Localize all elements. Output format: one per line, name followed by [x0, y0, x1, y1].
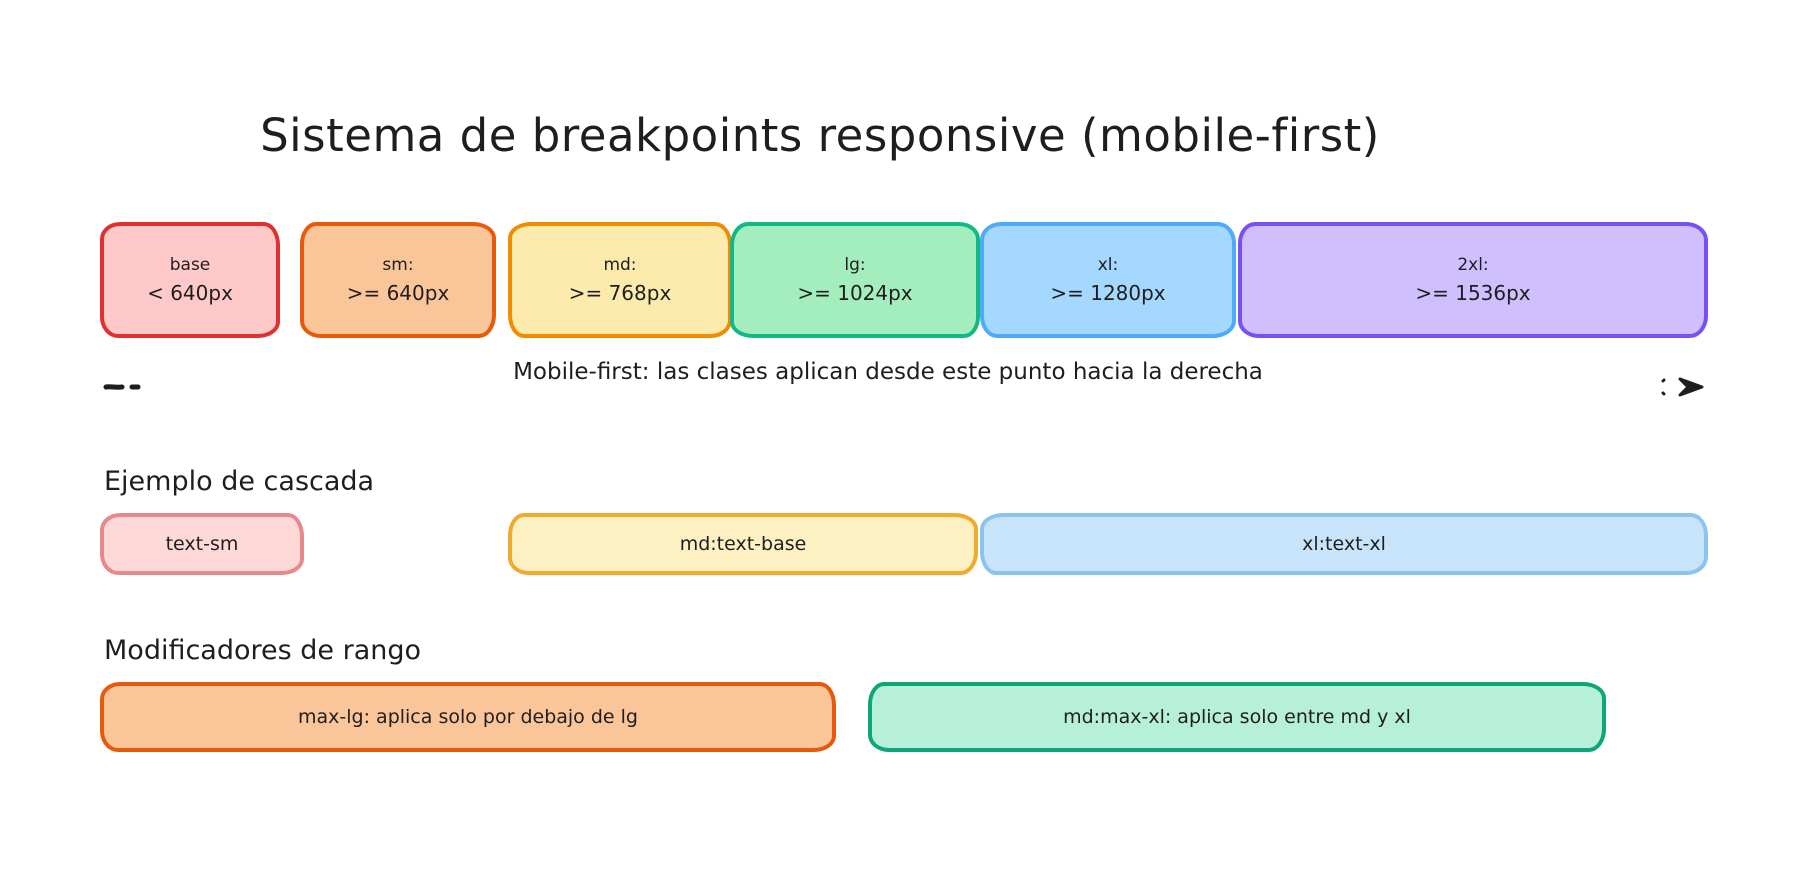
cascada-box-xl-text-xl[interactable]: xl:text-xl [980, 513, 1708, 575]
breakpoint-range: >= 1280px [1050, 281, 1166, 305]
mobile-first-arrow [103, 377, 1704, 397]
breakpoint-box-sm[interactable]: sm: >= 640px [300, 222, 496, 338]
breakpoint-box-xl[interactable]: xl: >= 1280px [980, 222, 1236, 338]
breakpoint-range: < 640px [147, 281, 233, 305]
breakpoint-name: md: [603, 255, 637, 275]
section-heading-rango: Modificadores de rango [104, 635, 422, 666]
page-title: Sistema de breakpoints responsive (mobil… [260, 109, 1380, 162]
mobile-first-note: Mobile-first: las clases aplican desde e… [513, 359, 1263, 385]
cascada-box-md-text-base[interactable]: md:text-base [508, 513, 978, 575]
breakpoint-range: >= 640px [346, 281, 450, 305]
breakpoint-range: >= 1024px [797, 281, 913, 305]
breakpoint-range: >= 768px [568, 281, 672, 305]
rango-box-max-lg[interactable]: max-lg: aplica solo por debajo de lg [100, 682, 836, 752]
cascada-label: md:text-base [679, 533, 807, 555]
cascada-label: xl:text-xl [1302, 533, 1386, 555]
cascada-box-text-sm[interactable]: text-sm [100, 513, 304, 575]
breakpoint-range: >= 1536px [1415, 281, 1531, 305]
breakpoint-box-lg[interactable]: lg: >= 1024px [730, 222, 980, 338]
breakpoint-box-md[interactable]: md: >= 768px [508, 222, 732, 338]
rango-label: max-lg: aplica solo por debajo de lg [298, 706, 638, 728]
breakpoint-name: lg: [844, 255, 866, 275]
breakpoint-name: xl: [1097, 255, 1119, 275]
breakpoint-name: 2xl: [1457, 255, 1489, 275]
rango-box-md[interactable]: md:max-xl: aplica solo entre md y xl [868, 682, 1606, 752]
breakpoint-box-2xl[interactable]: 2xl: >= 1536px [1238, 222, 1708, 338]
cascada-label: text-sm [165, 533, 239, 555]
section-heading-cascada: Ejemplo de cascada [104, 466, 375, 497]
breakpoint-box-base[interactable]: base < 640px [100, 222, 280, 338]
breakpoint-name: base [169, 255, 211, 275]
breakpoint-name: sm: [382, 255, 414, 275]
rango-label: md:max-xl: aplica solo entre md y xl [1063, 706, 1411, 728]
